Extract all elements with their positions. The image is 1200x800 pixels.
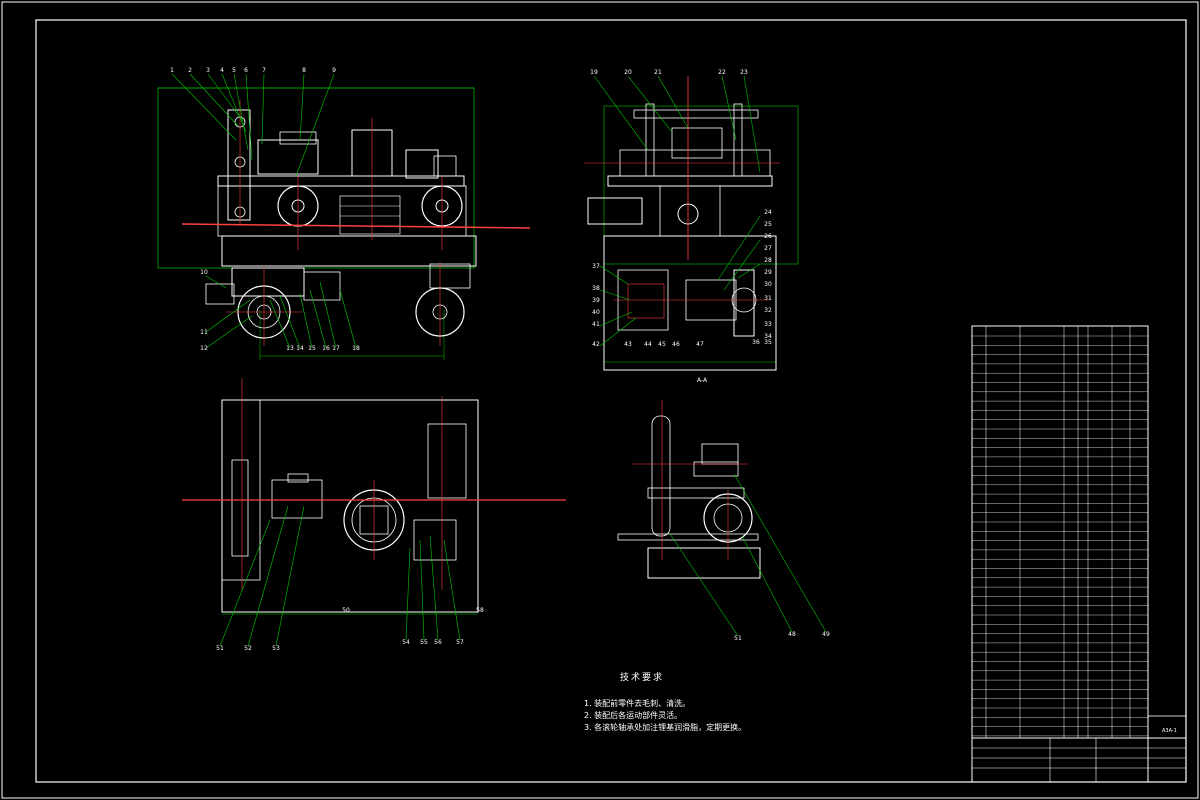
notes-title: 技术要求	[620, 671, 664, 683]
balloon-label: 17	[332, 345, 340, 352]
detail-view-balloons: 48 49 51	[734, 631, 830, 642]
plan-view-balloons: 50 51 52 53 54 55 56 57 58	[216, 607, 484, 652]
inner-border	[35, 19, 1187, 783]
plan-view: 50 51 52 53 54 55 56 57 58	[182, 378, 566, 652]
balloon-label: 16	[322, 345, 330, 352]
balloon-label: 56	[434, 639, 442, 646]
balloon-label: 22	[718, 69, 726, 76]
front-view-balloons: 1 2 3 4 5 6 7 8 9	[170, 67, 336, 74]
balloon-label: 29	[764, 269, 772, 276]
technical-notes: 技术要求 1. 装配前零件去毛刺、清洗。 2. 装配后各运动部件灵活。 3. 各…	[584, 671, 746, 732]
balloon-label: 32	[764, 307, 772, 314]
side-view-top-balloons: 19 20 21 22 23	[590, 69, 748, 76]
balloon-label: 35	[764, 339, 772, 346]
balloon-label: 37	[592, 263, 600, 270]
balloon-label: 34	[764, 333, 772, 340]
balloon-label: 20	[624, 69, 632, 76]
section-marker: A-A	[697, 377, 708, 384]
drawing-number: A3A-1	[1162, 728, 1177, 734]
balloon-label: 12	[200, 345, 208, 352]
balloon-label: 6	[244, 67, 248, 74]
balloon-label: 47	[696, 341, 704, 348]
balloon-label: 53	[272, 645, 280, 652]
note-3: 3. 各滚轮轴承处加注锂基润滑脂，定期更换。	[584, 722, 746, 732]
balloon-label: 57	[456, 639, 464, 646]
balloon-label: 14	[296, 345, 304, 352]
balloon-label: 15	[308, 345, 316, 352]
balloon-label: 3	[206, 67, 210, 74]
balloon-label: 40	[592, 309, 600, 316]
balloon-label: 48	[788, 631, 796, 638]
balloon-label: 21	[654, 69, 662, 76]
balloon-label: 28	[764, 257, 772, 264]
note-2: 2. 装配后各运动部件灵活。	[584, 710, 682, 720]
balloon-label: 1	[170, 67, 174, 74]
balloon-label: 11	[200, 329, 208, 336]
balloon-label: 5	[232, 67, 236, 74]
balloon-label: 51	[734, 635, 742, 642]
balloon-label: 9	[332, 67, 336, 74]
balloon-label: 50	[342, 607, 350, 614]
balloon-label: 39	[592, 297, 600, 304]
balloon-label: 19	[590, 69, 598, 76]
balloon-label: 25	[764, 221, 772, 228]
balloon-label: 27	[764, 245, 772, 252]
balloon-label: 55	[420, 639, 428, 646]
balloon-label: 13	[286, 345, 294, 352]
balloon-label: 23	[740, 69, 748, 76]
note-1: 1. 装配前零件去毛刺、清洗。	[584, 698, 690, 708]
detail-view: 48 49 51	[617, 400, 830, 642]
balloon-label: 10	[200, 269, 208, 276]
balloon-label: 31	[764, 295, 772, 302]
balloon-label: 46	[672, 341, 680, 348]
balloon-label: 41	[592, 321, 600, 328]
balloon-label: 54	[402, 639, 410, 646]
balloon-label: 30	[764, 281, 772, 288]
balloon-label: 58	[476, 607, 484, 614]
parts-list	[971, 325, 1149, 783]
balloon-label: 24	[764, 209, 772, 216]
balloon-label: 42	[592, 341, 600, 348]
balloon-label: 36	[752, 339, 760, 346]
balloon-label: 2	[188, 67, 192, 74]
side-view-left-balloons: 37 38 39 40 41 42 43 44 45 46 47	[592, 263, 704, 348]
balloon-label: 8	[302, 67, 306, 74]
balloon-label: 51	[216, 645, 224, 652]
title-block: A3A-1	[971, 715, 1187, 783]
balloon-label: 52	[244, 645, 252, 652]
balloon-label: 7	[262, 67, 266, 74]
balloon-label: 44	[644, 341, 652, 348]
balloon-label: 18	[352, 345, 360, 352]
balloon-label: 33	[764, 321, 772, 328]
balloon-label: 4	[220, 67, 224, 74]
balloon-label: 38	[592, 285, 600, 292]
balloon-label: 26	[764, 233, 772, 240]
balloon-label: 45	[658, 341, 666, 348]
balloon-label: 43	[624, 341, 632, 348]
balloon-label: 49	[822, 631, 830, 638]
